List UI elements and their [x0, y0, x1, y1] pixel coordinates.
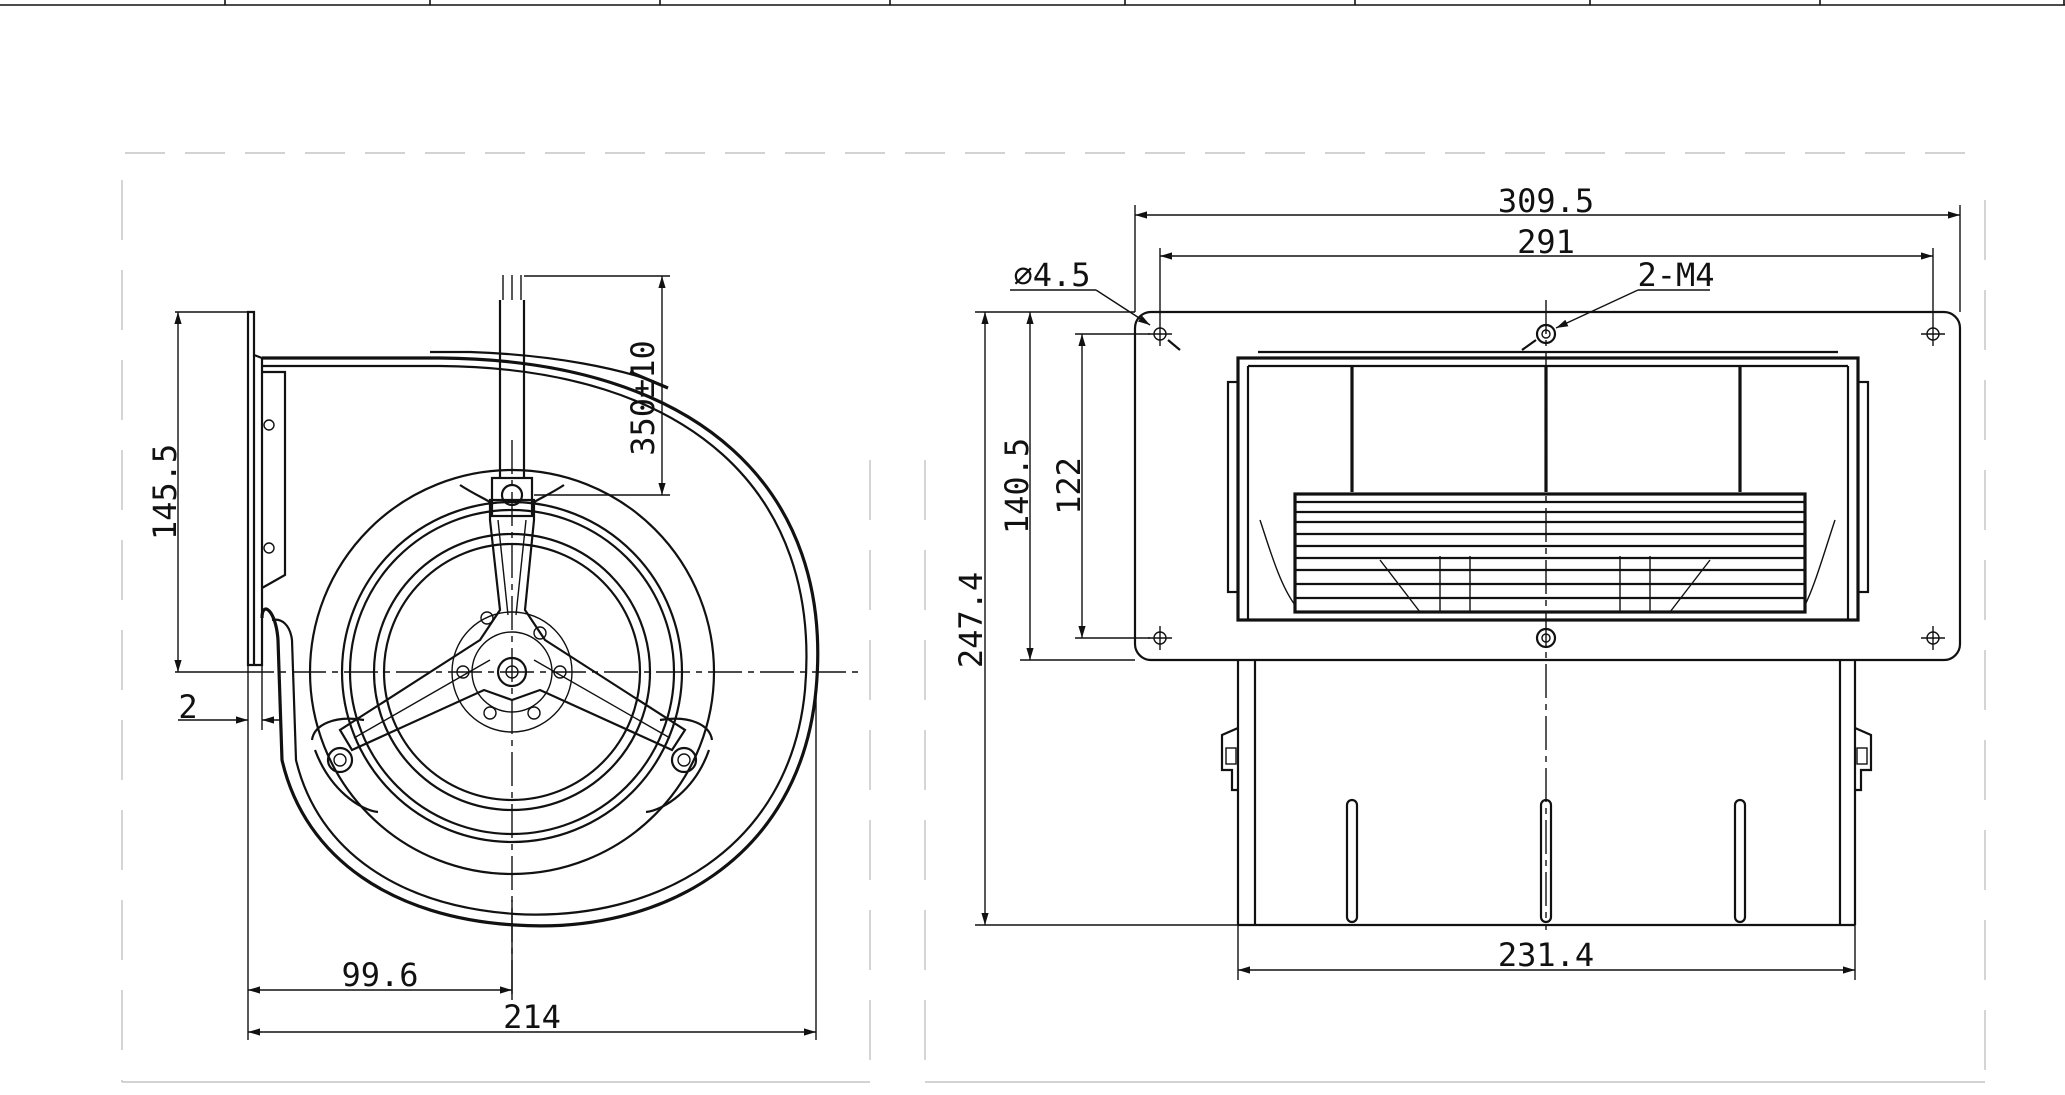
dim-center-offset: 99.6: [341, 956, 418, 994]
dim-hole-diameter: ⌀4.5: [1013, 256, 1090, 294]
front-view-dimensions: [975, 205, 1961, 980]
title-block-strip: [0, 0, 2065, 6]
dim-overall-length: 309.5: [1498, 182, 1594, 220]
dim-threaded-holes: 2-M4: [1637, 256, 1714, 294]
dim-hole-vertical-pitch: 122: [1050, 457, 1088, 515]
side-view-dimensions: [174, 275, 817, 1040]
front-view: [1133, 300, 1962, 930]
dim-height-145-5: 145.5: [146, 444, 184, 540]
dim-cable-length: 350±10: [624, 340, 662, 456]
side-view: [240, 275, 860, 1000]
dim-overall-height: 247.4: [952, 572, 990, 668]
sheet-frame: [121, 152, 1986, 1083]
dim-housing-width: 231.4: [1498, 936, 1594, 974]
dim-flange-height: 140.5: [998, 438, 1036, 534]
dim-overall-width: 214: [503, 998, 561, 1036]
dim-gap-2: 2: [178, 688, 197, 726]
dim-hole-pitch: 291: [1517, 223, 1575, 261]
